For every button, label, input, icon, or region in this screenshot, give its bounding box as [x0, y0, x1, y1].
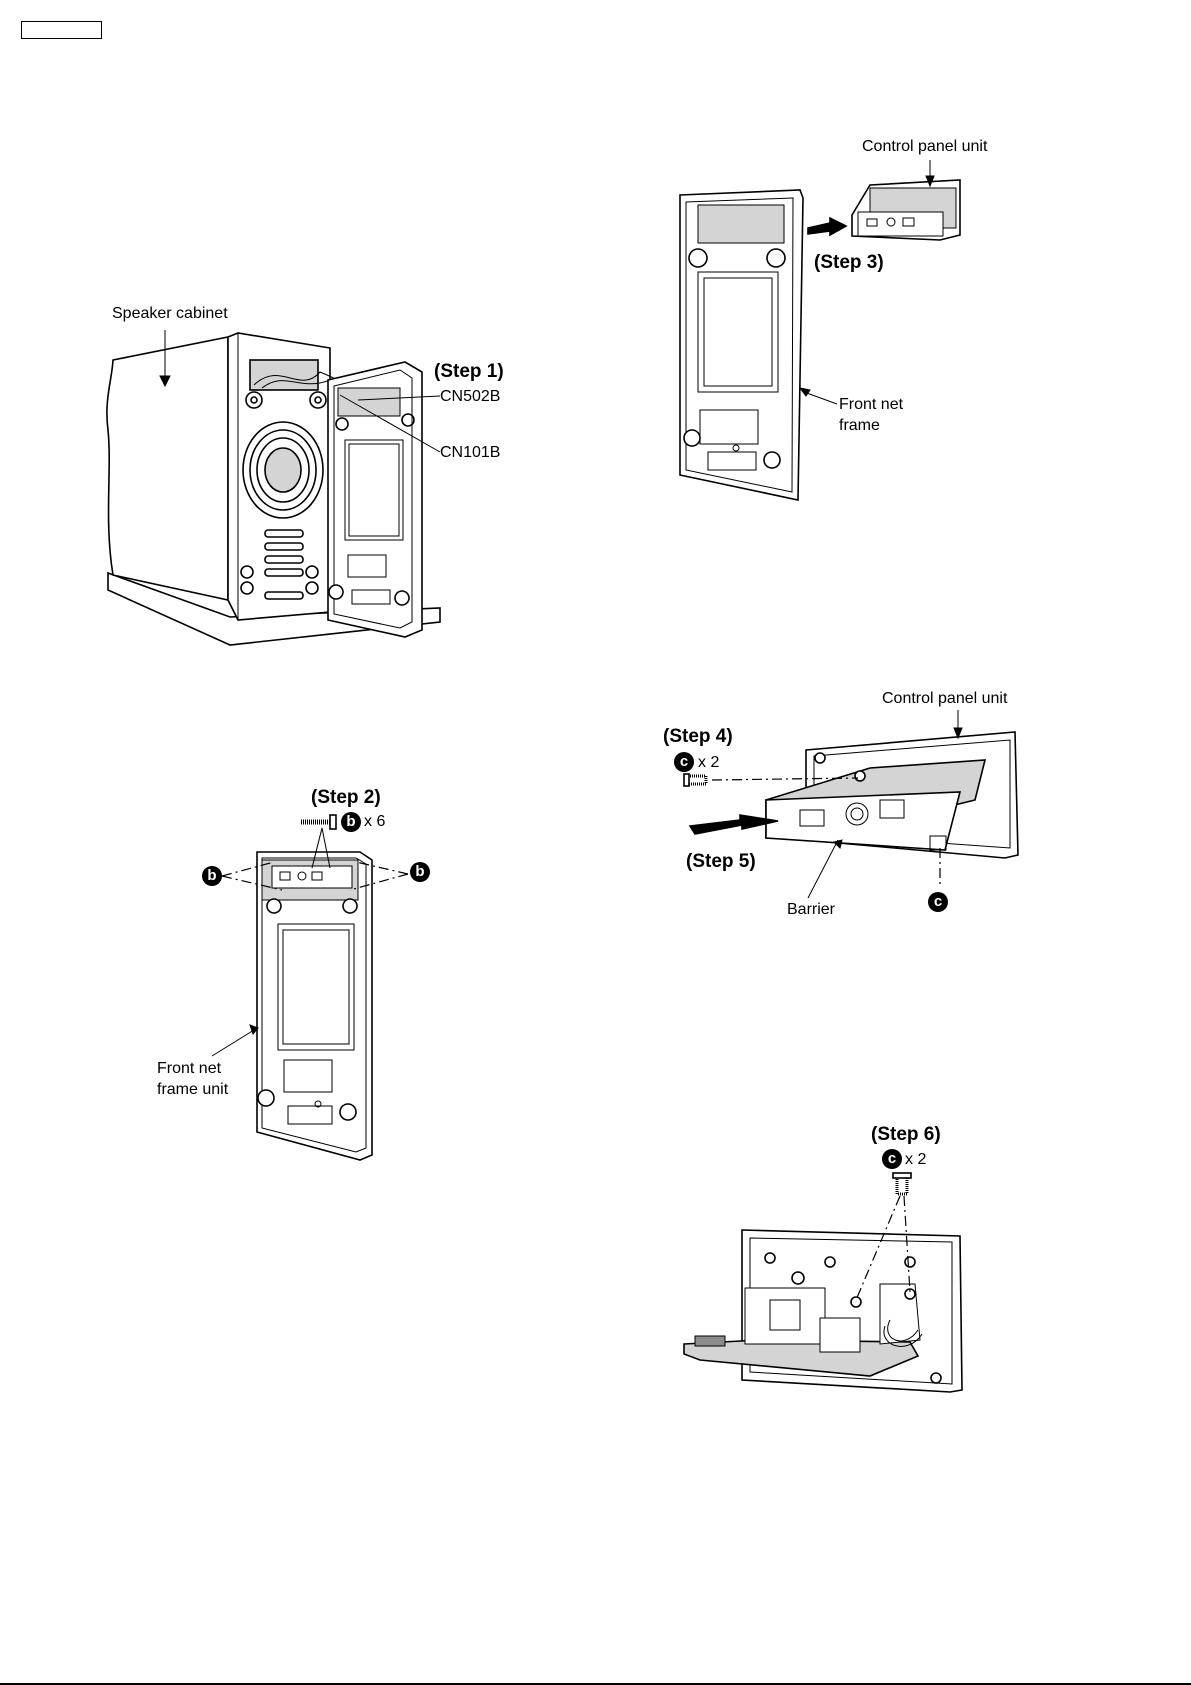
screw-c-qty-step6: x 2	[905, 1151, 926, 1169]
screw-c-badge-step6: c	[882, 1149, 902, 1169]
step6-label: (Step 6)	[871, 1124, 941, 1146]
